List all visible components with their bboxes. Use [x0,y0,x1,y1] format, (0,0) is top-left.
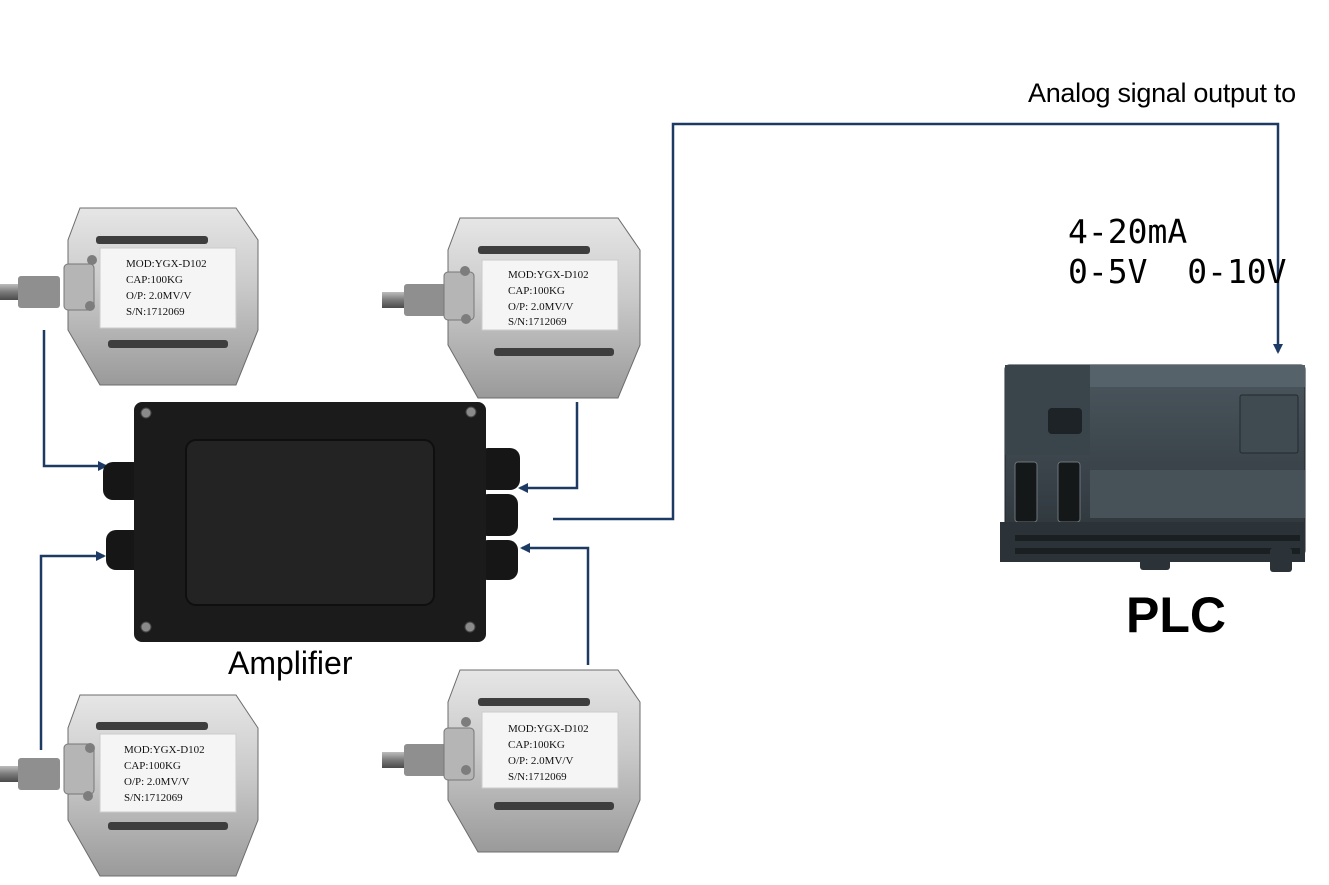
cell4-cap: CAP:100KG [508,739,565,751]
plc-device [1000,364,1306,572]
cell1-mod: MOD:YGX-D102 [126,258,207,270]
line-cell4-to-amp [520,543,590,665]
signal-voltage-range: 0-5V 0-10V [1068,252,1287,291]
cell2-sn: S/N:1712069 [508,316,567,328]
cell4-mod: MOD:YGX-D102 [508,723,589,735]
load-cell-2: MOD:YGX-D102 CAP:100KG O/P: 2.0MV/V S/N:… [382,217,641,399]
cell1-sn: S/N:1712069 [126,306,185,318]
cell3-mod: MOD:YGX-D102 [124,744,205,756]
amplifier-box [103,402,520,642]
load-cell-3: MOD:YGX-D102 CAP:100KG O/P: 2.0MV/V S/N:… [0,694,259,877]
connection-lines [39,122,1283,750]
cell3-cap: CAP:100KG [124,760,181,772]
cell4-sn: S/N:1712069 [508,771,567,783]
cell2-op: O/P: 2.0MV/V [508,301,573,313]
load-cell-4: MOD:YGX-D102 CAP:100KG O/P: 2.0MV/V S/N:… [382,669,641,853]
cell2-cap: CAP:100KG [508,285,565,297]
output-caption: Analog signal output to [1028,78,1296,108]
plc-label: PLC [1126,587,1226,643]
cell1-op: O/P: 2.0MV/V [126,290,191,302]
line-cell3-to-amp [39,551,106,750]
line-cell2-to-amp [518,402,579,493]
cell1-cap: CAP:100KG [126,274,183,286]
cell2-mod: MOD:YGX-D102 [508,269,589,281]
line-amp-to-plc [553,122,1283,521]
amplifier-label: Amplifier [228,645,353,681]
cell3-op: O/P: 2.0MV/V [124,776,189,788]
cell4-op: O/P: 2.0MV/V [508,755,573,767]
load-cell-1: MOD:YGX-D102 CAP:100KG O/P: 2.0MV/V S/N:… [0,207,259,386]
line-cell1-to-amp [42,330,108,471]
signal-current-range: 4-20mA [1068,212,1188,251]
cell3-sn: S/N:1712069 [124,792,183,804]
